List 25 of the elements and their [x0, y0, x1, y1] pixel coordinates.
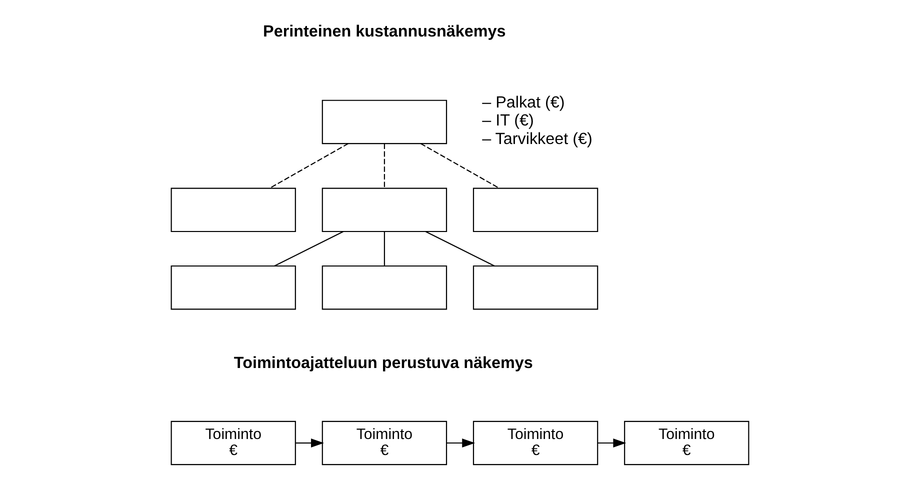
connector	[383, 232, 384, 266]
node-box	[472, 188, 598, 232]
label: Toimintoajatteluun perustuva näkemys	[233, 354, 532, 372]
node-box	[321, 188, 447, 232]
node-box	[170, 188, 296, 232]
connector	[274, 231, 343, 266]
node-box	[321, 100, 447, 144]
node-box: Toiminto €	[170, 420, 296, 466]
node-box	[321, 265, 447, 310]
label: Perinteinen kustannusnäkemys	[262, 22, 506, 41]
label: – Palkat (€)	[482, 93, 564, 112]
connector	[269, 143, 348, 189]
node-box	[170, 265, 296, 310]
node-box: Toiminto €	[624, 420, 749, 466]
arrow	[597, 438, 626, 448]
connector	[420, 143, 499, 189]
label: – Tarvikkeet (€)	[482, 130, 592, 148]
label: – IT (€)	[482, 112, 534, 130]
node-box: Toiminto €	[472, 420, 598, 466]
arrow	[446, 438, 475, 448]
node-box: Toiminto €	[321, 420, 447, 466]
connector	[383, 144, 384, 188]
connector	[425, 231, 494, 266]
node-box	[472, 265, 598, 310]
arrow	[295, 438, 324, 448]
